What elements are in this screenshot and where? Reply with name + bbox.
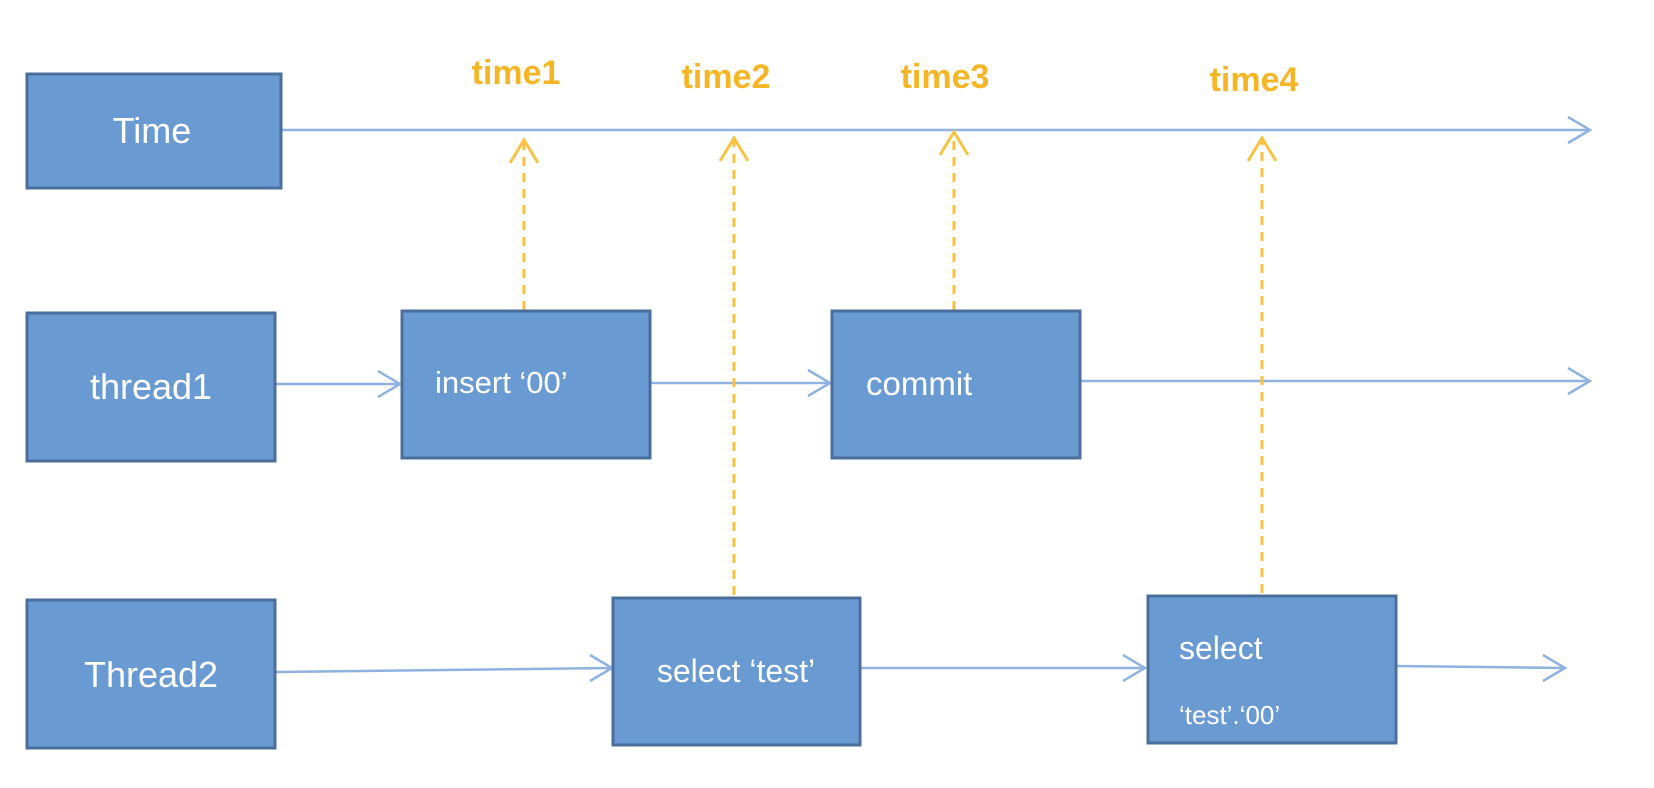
insert-step-label: insert ‘00’ [435, 365, 568, 400]
time-marker-1 [508, 137, 540, 310]
insert-step-box: insert ‘00’ [400, 309, 652, 460]
time-marker-3 [938, 129, 970, 310]
select-test-00-step-sublabel: ‘test’.‘00’ [1179, 700, 1280, 730]
time-label-3: time3 [901, 58, 990, 96]
commit-step-box: commit [830, 309, 1082, 460]
thread2-box: Thread2 [25, 598, 277, 750]
time-row-label: Time [113, 110, 192, 151]
thread1-label: thread1 [90, 366, 212, 407]
commit-step-label: commit [866, 365, 972, 402]
select-test-00-step-label: select [1179, 630, 1263, 666]
time-marker-4 [1246, 135, 1278, 593]
thread2-flow [275, 653, 1568, 683]
time-marker-2 [718, 135, 750, 595]
thread2-label: Thread2 [84, 654, 218, 695]
thread1-flow [276, 366, 1593, 399]
time-axis [282, 115, 1593, 145]
time-label-1: time1 [472, 54, 561, 92]
time-label-4: time4 [1210, 61, 1299, 99]
select-test-00-step-box: select ‘test’.‘00’ [1146, 594, 1398, 745]
time-label-2: time2 [682, 58, 771, 96]
thread1-box: thread1 [25, 311, 277, 463]
select-test-step-box: select ‘test’ [611, 596, 862, 747]
select-test-step-label: select ‘test’ [657, 653, 815, 689]
time-row-box: Time [25, 72, 283, 190]
